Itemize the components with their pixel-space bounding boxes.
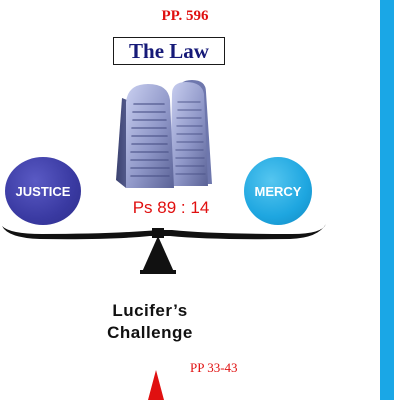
bottom-reference: PP 33-43 — [190, 360, 238, 375]
mercy-label: MERCY — [254, 183, 302, 199]
challenge-line-2: Challenge — [107, 323, 193, 342]
balance-scale-icon — [2, 224, 326, 274]
up-arrow-icon — [148, 370, 164, 400]
challenge-title: Lucifer’s Challenge — [70, 300, 230, 344]
scripture-reference: Ps 89 : 14 — [132, 198, 210, 217]
justice-label: JUSTICE — [15, 183, 71, 199]
mercy-circle: MERCY — [244, 157, 312, 225]
challenge-line-1: Lucifer’s — [112, 301, 188, 320]
stone-tablets-icon — [116, 80, 212, 188]
law-title-box: The Law — [113, 37, 225, 65]
law-title: The Law — [129, 38, 209, 63]
side-bar — [380, 0, 394, 400]
top-reference: PP. 596 — [161, 8, 209, 24]
justice-circle: JUSTICE — [5, 157, 81, 225]
